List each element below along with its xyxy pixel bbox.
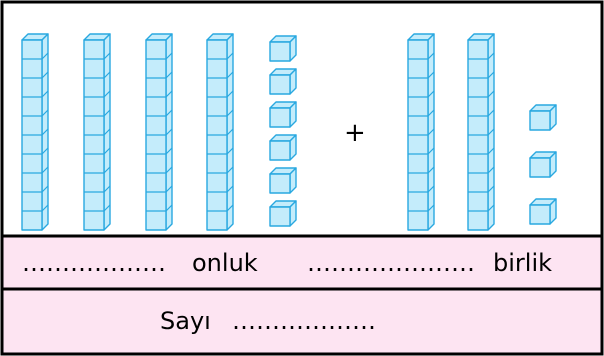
ones-label: birlik — [493, 249, 553, 277]
ten-rod — [21, 33, 49, 231]
unit-cube — [269, 134, 297, 161]
unit-cube — [529, 198, 557, 225]
base-ten-blocks — [21, 33, 557, 231]
unit-cube — [269, 200, 297, 227]
answer-row-number-bg — [2, 290, 602, 354]
answer-row-tens-ones-bg — [2, 236, 602, 288]
ten-rod — [206, 33, 234, 231]
tens-answer-blank: ……………… — [22, 249, 166, 277]
ten-rod — [145, 33, 173, 231]
ten-rod — [467, 33, 495, 231]
unit-cube — [529, 104, 557, 131]
tens-label: onluk — [192, 249, 258, 277]
unit-cube — [269, 101, 297, 128]
plus-sign: + — [344, 118, 366, 148]
ones-answer-blank: ………………… — [307, 249, 475, 277]
unit-cube — [269, 167, 297, 194]
number-answer-blank: ……………… — [232, 307, 376, 335]
ten-rod — [83, 33, 111, 231]
unit-cube — [269, 35, 297, 62]
unit-cube — [529, 151, 557, 178]
ten-rod — [407, 33, 435, 231]
unit-cube — [269, 68, 297, 95]
number-label: Sayı — [160, 307, 211, 335]
